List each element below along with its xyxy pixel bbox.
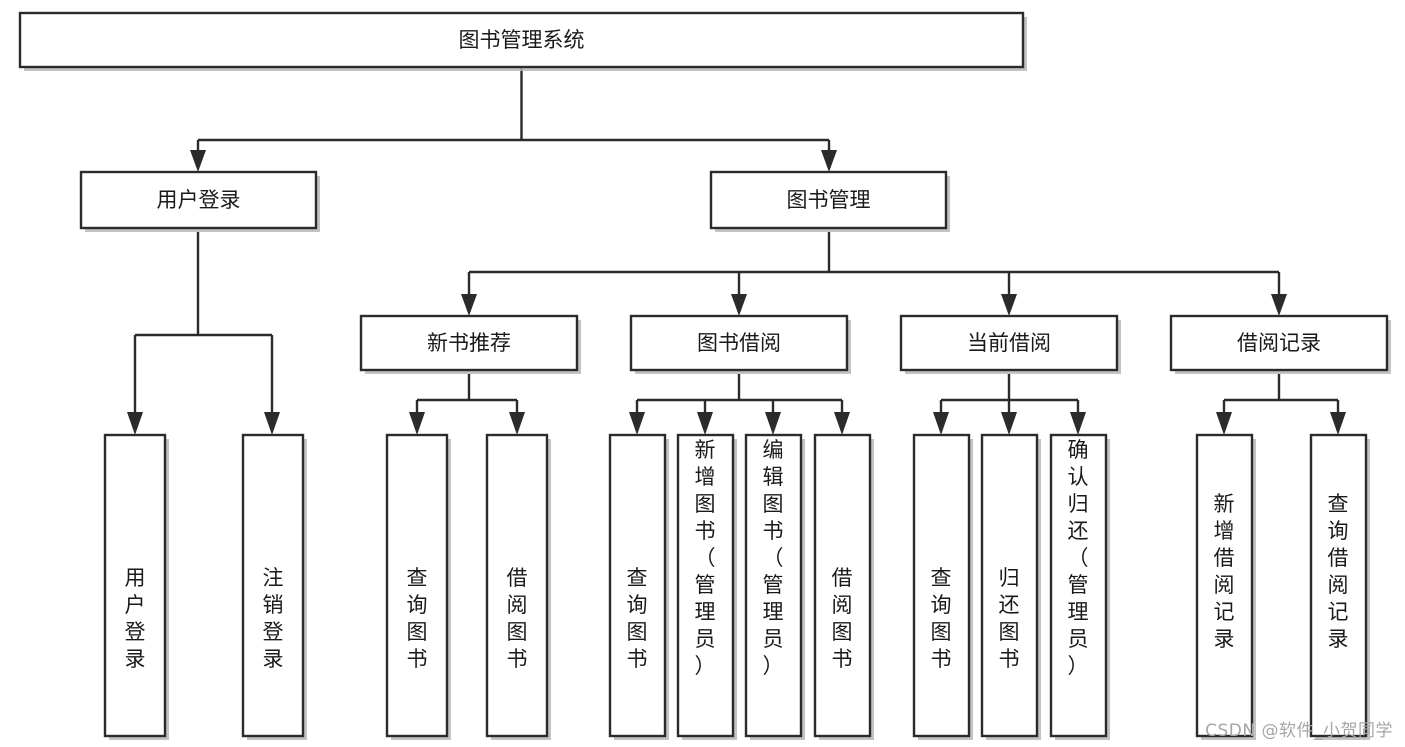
leaf-query-book-2[interactable]: 查询图书 [608,433,669,740]
leaf-add-record-label: 新增借阅记录 [1214,492,1235,651]
root-label: 图书管理系统 [459,28,585,52]
arrow-leaf-user-logout [264,412,280,435]
current-borrow-box [899,314,1119,372]
node-current-borrow[interactable]: 当前借阅 [899,314,1121,374]
leaf-query-book-2-label: 查询图书 [627,566,648,671]
leaf-query-book-1[interactable]: 查询图书 [385,433,451,740]
book-borrow-box [629,314,849,372]
arrow-user-login [190,150,206,172]
leaf-query-book-3[interactable]: 查询图书 [912,433,973,740]
leaf-query-record[interactable]: 查询借阅记录 [1309,433,1370,740]
arrow-book-management [821,150,837,172]
leaf-confirm-return-label: 确认归还（管理员） [1068,438,1089,678]
new-book-recommend-label: 新书推荐 [427,331,511,355]
book-borrow-label: 图书借阅 [697,331,781,355]
node-root[interactable]: 图书管理系统 [18,11,1027,71]
leaf-add-book-box [676,433,735,738]
leaf-add-book-label: 新增图书（管理员） [695,438,716,678]
leaf-return-book[interactable]: 归还图书 [980,433,1041,740]
leaf-query-book-1-label: 查询图书 [407,566,428,671]
leaf-return-book-box [980,433,1039,738]
node-book-management[interactable]: 图书管理 [709,170,950,232]
new-book-recommend-box [359,314,579,372]
arrow-leaf-borrow-book-1 [509,412,525,435]
arrow-leaf-edit-book [765,412,781,435]
leaf-query-book-3-box [912,433,971,738]
leaf-query-book-1-box [385,433,449,738]
leaf-user-login-box [103,433,167,738]
leaf-edit-book[interactable]: 编辑图书（管理员） [744,433,805,740]
arrow-leaf-query-book-2 [629,412,645,435]
user-login-label: 用户登录 [157,188,241,212]
current-borrow-label: 当前借阅 [967,331,1051,355]
node-user-login[interactable]: 用户登录 [79,170,320,232]
leaf-query-record-label: 查询借阅记录 [1328,492,1349,651]
leaf-user-login-label: 用户登录 [125,566,146,671]
leaf-borrow-book-1-label: 借阅图书 [507,566,528,671]
arrow-leaf-add-record [1216,412,1232,435]
leaf-confirm-return[interactable]: 确认归还（管理员） [1049,433,1110,740]
arrow-book-borrow [731,294,747,316]
arrow-leaf-add-book [697,412,713,435]
leaf-edit-book-label: 编辑图书（管理员） [763,438,784,678]
leaf-query-record-box [1309,433,1368,738]
node-borrow-record[interactable]: 借阅记录 [1169,314,1391,374]
leaf-borrow-book-2[interactable]: 借阅图书 [813,433,874,740]
node-book-borrow[interactable]: 图书借阅 [629,314,851,374]
leaf-user-logout-box [241,433,305,738]
book-management-label: 图书管理 [787,188,871,212]
root-box [18,11,1025,69]
leaf-query-book-3-label: 查询图书 [931,566,952,671]
node-new-book-recommend[interactable]: 新书推荐 [359,314,581,374]
leaf-edit-book-box [744,433,803,738]
arrow-leaf-confirm-return [1070,412,1086,435]
leaf-add-record[interactable]: 新增借阅记录 [1195,433,1256,740]
arrow-leaf-return-book [1001,412,1017,435]
leaf-add-record-box [1195,433,1254,738]
leaf-borrow-book-1-box [485,433,549,738]
borrow-record-label: 借阅记录 [1237,331,1321,355]
leaf-borrow-book-2-label: 借阅图书 [832,566,853,671]
borrow-record-box [1169,314,1389,372]
leaf-user-logout-label: 注销登录 [263,566,284,671]
connectors-layer [127,67,1346,435]
arrow-leaf-borrow-book-2 [834,412,850,435]
book-management-box [709,170,948,230]
arrow-leaf-query-book-3 [933,412,949,435]
user-login-box [79,170,318,230]
leaf-return-book-label: 归还图书 [999,566,1020,671]
arrow-leaf-query-book-1 [409,412,425,435]
leaf-query-book-2-box [608,433,667,738]
arrow-current-borrow [1001,294,1017,316]
leaf-add-book[interactable]: 新增图书（管理员） [676,433,737,740]
arrow-new-book-recommend [461,294,477,316]
arrow-borrow-record [1271,294,1287,316]
leaf-user-login[interactable]: 用户登录 [103,433,169,740]
leaf-borrow-book-2-box [813,433,872,738]
arrow-leaf-query-record [1330,412,1346,435]
leaf-user-logout[interactable]: 注销登录 [241,433,307,740]
leaf-confirm-return-box [1049,433,1108,738]
leaf-borrow-book-1[interactable]: 借阅图书 [485,433,551,740]
arrow-leaf-user-login [127,412,143,435]
